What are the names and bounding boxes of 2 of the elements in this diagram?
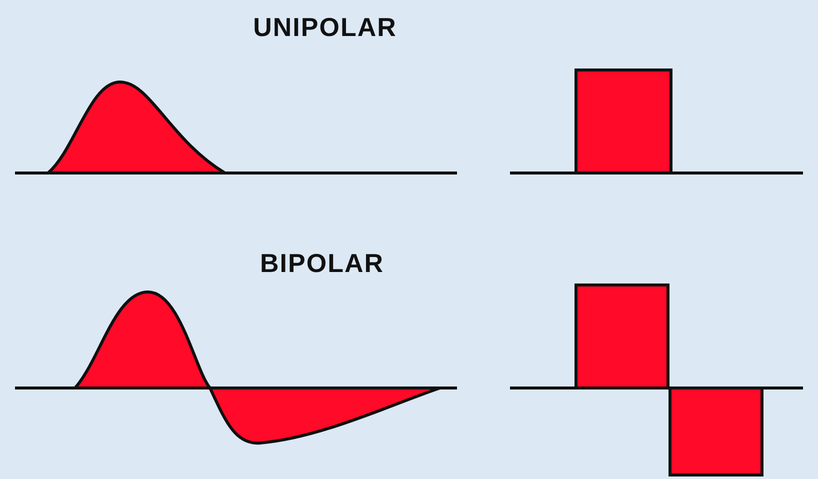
heading-label: BIPOLAR [260, 248, 384, 279]
heading-label: UNIPOLAR [253, 12, 397, 43]
